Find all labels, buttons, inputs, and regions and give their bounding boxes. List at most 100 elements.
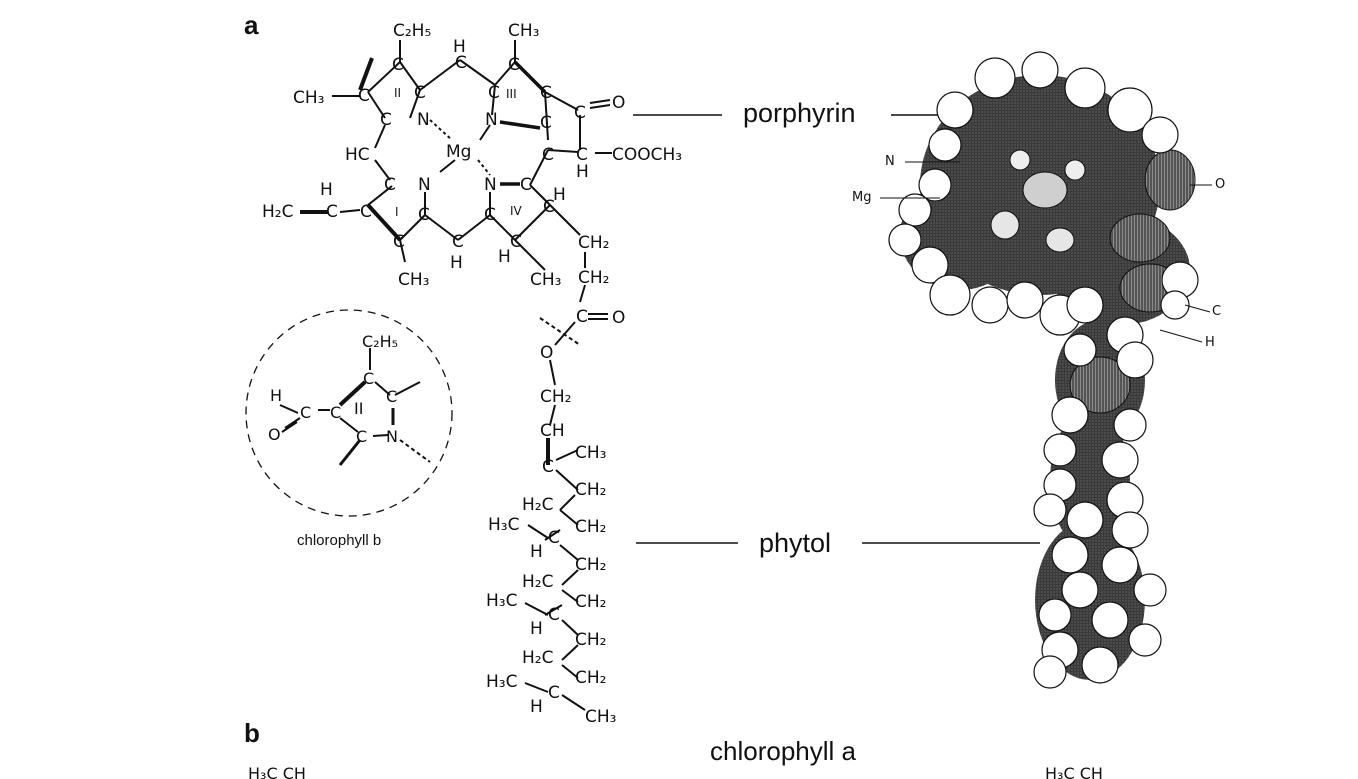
atom-h-ring4: H	[553, 185, 566, 205]
atom-mg: Mg	[446, 142, 471, 162]
atom-c-ring4-right: C	[543, 197, 555, 217]
atom-o-carbonyl: O	[612, 308, 625, 328]
atom-c-meso-top: C	[455, 53, 467, 73]
atom-c-meso-bottom: C	[452, 232, 464, 252]
atom-c-ring2-bottom: C	[380, 110, 392, 130]
atom-ch3-phytol-end: CH₃	[585, 707, 616, 727]
inset-c-5: C	[356, 427, 367, 446]
model-label-c: C	[1212, 304, 1222, 319]
inset-c-2: C	[300, 403, 311, 422]
atom-n-ring2: N	[417, 110, 430, 130]
chlorophyll-a-label: chlorophyll a	[710, 736, 856, 766]
model-leader-lines	[880, 161, 1212, 343]
atom-c-ring2-left: C	[358, 86, 370, 106]
bottom-fragment-left: H₃C CH	[248, 764, 306, 779]
atom-o-ester: O	[540, 343, 553, 363]
atom-ch2-phytol-6: CH₂	[575, 630, 606, 650]
atom-c-ring1-top: C	[384, 175, 396, 195]
atom-h-phytol-1: H	[530, 542, 543, 562]
atom-c-ring2-top: C	[392, 55, 404, 75]
inset-atoms: C₂H₅ C H C C C O C N	[268, 332, 398, 446]
atom-c-ring1-bottom: C	[393, 232, 405, 252]
chlorophyll-b-inset: C₂H₅ C H C C C O C N II	[245, 309, 453, 517]
atom-ch3-phytol-1: CH₃	[575, 443, 606, 463]
atom-c2h5-top: C₂H₅	[393, 21, 431, 41]
model-label-h: H	[1205, 335, 1215, 350]
atom-o-keto: O	[612, 93, 625, 113]
atom-c-ring1-left: C	[360, 202, 372, 222]
atom-ch3-ring1: CH₃	[398, 270, 429, 290]
atom-cooch3: COOCH₃	[612, 145, 682, 165]
atom-ch-phytol: CH	[540, 421, 565, 441]
inset-ring-label: II	[354, 399, 363, 418]
atom-n-ring4: N	[484, 175, 497, 195]
atom-c-ring4-left: C	[484, 205, 496, 225]
model-label-o: O	[1215, 177, 1226, 192]
atom-c-phytol-5: C	[548, 683, 560, 703]
inset-o: O	[268, 425, 281, 444]
model-label-n: N	[885, 154, 895, 169]
atom-h-meso-top: H	[453, 37, 466, 57]
atom-h3c-phytol-2: H₃C	[486, 591, 517, 611]
formula-atoms: C₂H₅ CH₃ H CH₃ C C C C C C C C O C N N C…	[262, 21, 682, 727]
porphyrin-label: porphyrin	[743, 98, 856, 128]
formula-bonds	[300, 40, 612, 711]
atom-n-ring3: N	[485, 110, 498, 130]
atom-c-phytol-2: C	[542, 457, 554, 477]
atom-h2c-phytol-1: H₂C	[522, 495, 553, 515]
atom-c-ring3-bottom: C	[540, 113, 552, 133]
atom-ch3-left: CH₃	[293, 88, 324, 108]
atom-c-ring4-top: C	[520, 175, 532, 195]
atom-c-ester: C	[576, 145, 588, 165]
atom-c-ring4-bottom: C	[510, 232, 522, 252]
chlorophyll-b-label: chlorophyll b	[297, 532, 382, 549]
atom-n-ring1: N	[418, 175, 431, 195]
model-label-mg: Mg	[852, 190, 872, 205]
inset-n: N	[386, 427, 398, 446]
atom-h-ring4-bottom: H	[498, 247, 511, 267]
atom-ch2-phytol-3: CH₂	[575, 517, 606, 537]
atom-h-phytol-3: H	[530, 697, 543, 717]
ring-label-iv: IV	[510, 204, 523, 218]
atom-c-carbonyl: C	[576, 307, 588, 327]
inset-c-3: C	[330, 403, 341, 422]
atom-h2c-phytol-2: H₂C	[522, 572, 553, 592]
panel-label-b: b	[244, 718, 260, 748]
model-hydrogen-atoms	[888, 51, 1199, 689]
atom-c-ring5: C	[542, 145, 554, 165]
atom-c-ring3-right: C	[540, 83, 552, 103]
atom-hc-meso-left: HC	[345, 145, 370, 165]
inset-c2h5: C₂H₅	[362, 332, 398, 351]
atom-c-ring1-right: C	[418, 205, 430, 225]
atom-h-ester: H	[576, 162, 589, 182]
atom-h2c-phytol-3: H₂C	[522, 648, 553, 668]
atom-c-ring3-left: C	[488, 83, 500, 103]
ring-label-i: I	[395, 205, 399, 219]
atom-c-phytol-3: C	[548, 528, 560, 548]
atom-ch2-propionate-2: CH₂	[578, 268, 609, 288]
atom-ch2-phytol-4: CH₂	[575, 555, 606, 575]
atom-ch2-phytol-1: CH₂	[540, 387, 571, 407]
atom-ch3-top: CH₃	[508, 21, 539, 41]
atom-ch3-ring4: CH₃	[530, 270, 561, 290]
atom-ch2-phytol-5: CH₂	[575, 592, 606, 612]
ring-label-iii: III	[506, 87, 517, 101]
model-hatched-atoms	[990, 149, 1196, 414]
atom-c-vinyl: C	[326, 202, 338, 222]
ring-numerals: II III I IV	[394, 86, 523, 219]
atom-h-phytol-2: H	[530, 619, 543, 639]
inset-dashed-circle	[245, 309, 453, 517]
inset-bonds	[279, 348, 431, 466]
atom-h2c-vinyl: H₂C	[262, 202, 293, 222]
atom-h3c-phytol-3: H₃C	[486, 672, 517, 692]
bottom-fragment-right: H₃C CH	[1045, 764, 1103, 779]
atom-ch2-phytol-2: CH₂	[575, 480, 606, 500]
atom-h3c-phytol-1: H₃C	[488, 515, 519, 535]
atom-ch2-propionate-1: CH₂	[578, 233, 609, 253]
atom-c-ring3-top: C	[508, 55, 520, 75]
atom-h-vinyl: H	[320, 180, 333, 200]
